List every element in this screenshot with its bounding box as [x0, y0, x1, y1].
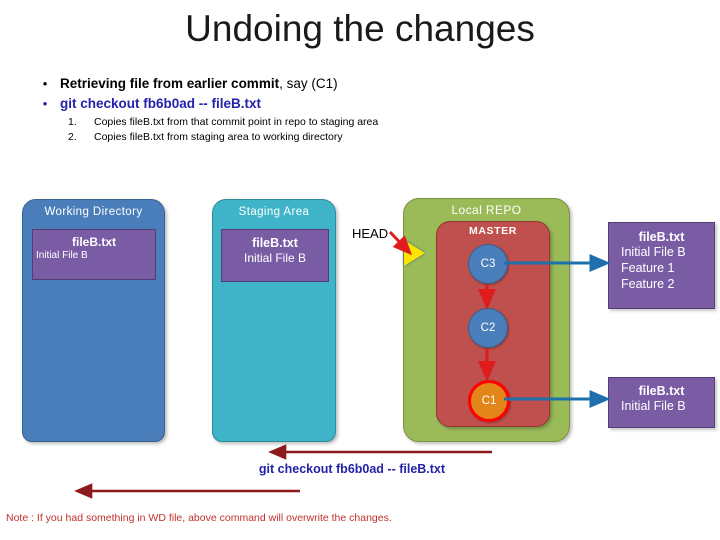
file-content-line: Initial File B [243, 251, 307, 265]
file-content-line: Feature 2 [621, 277, 675, 291]
head-marker-icon [404, 240, 425, 266]
bullet-bold-1: Retrieving file from earlier commit [60, 76, 280, 91]
bullet-text-2: git checkout fb6b0ad -- fileB.txt [60, 96, 262, 111]
repo-file-card-c1: fileB.txt Initial File B [608, 377, 715, 428]
commit-node-c3[interactable]: C3 [468, 244, 508, 284]
commit-node-c1[interactable]: C1 [468, 380, 510, 422]
file-content-line: Initial File B [621, 245, 686, 259]
command-label: git checkout fb6b0ad -- fileB.txt [258, 462, 446, 476]
staging-area-label: Staging Area [238, 206, 310, 218]
substep-number: 2. [68, 131, 77, 143]
repo-file-card-c3: fileB.txt Initial File B Feature 1 Featu… [608, 222, 715, 309]
page-title: Undoing the changes [185, 8, 535, 49]
file-name: fileB.txt [252, 236, 298, 250]
working-directory-container: Working Directory fileB.txt Initial File… [22, 199, 165, 442]
commit-node-c2[interactable]: C2 [468, 308, 508, 348]
file-content-line: Initial File B [621, 399, 686, 413]
substep-text: Copies fileB.txt from that commit point … [94, 116, 379, 128]
working-directory-file-card: fileB.txt Initial File B [32, 229, 156, 280]
local-repo-label: Local REPO [451, 203, 522, 217]
file-content-line: Feature 1 [621, 261, 675, 275]
file-name: fileB.txt [71, 235, 116, 249]
substep-list: 1. Copies fileB.txt from that commit poi… [68, 116, 500, 143]
head-label: HEAD [352, 226, 389, 241]
file-name: fileB.txt [638, 384, 685, 398]
note-text: Note : If you had something in WD file, … [6, 512, 392, 524]
list-item: • Retrieving file from earlier commit, s… [30, 76, 500, 91]
working-directory-label: Working Directory [44, 206, 143, 218]
bullet-dot-icon: • [42, 96, 48, 111]
bullet-list: • Retrieving file from earlier commit, s… [30, 76, 500, 146]
list-item: 1. Copies fileB.txt from that commit poi… [68, 116, 500, 128]
bullet-dot-icon: • [42, 76, 48, 91]
bullet-text-1: Retrieving file from earlier commit, say… [60, 76, 338, 91]
substep-number: 1. [68, 116, 77, 128]
list-item: • git checkout fb6b0ad -- fileB.txt [30, 96, 500, 111]
master-branch-label: MASTER [469, 225, 517, 237]
staging-area-container: Staging Area fileB.txt Initial File B [212, 199, 336, 442]
bullet-rest-1: , say (C1) [279, 76, 338, 91]
substep-text: Copies fileB.txt from staging area to wo… [94, 131, 343, 143]
staging-area-file-card: fileB.txt Initial File B [221, 229, 329, 282]
file-name: fileB.txt [638, 230, 685, 244]
file-content-line: Initial File B [36, 250, 88, 261]
list-item: 2. Copies fileB.txt from staging area to… [68, 131, 500, 143]
